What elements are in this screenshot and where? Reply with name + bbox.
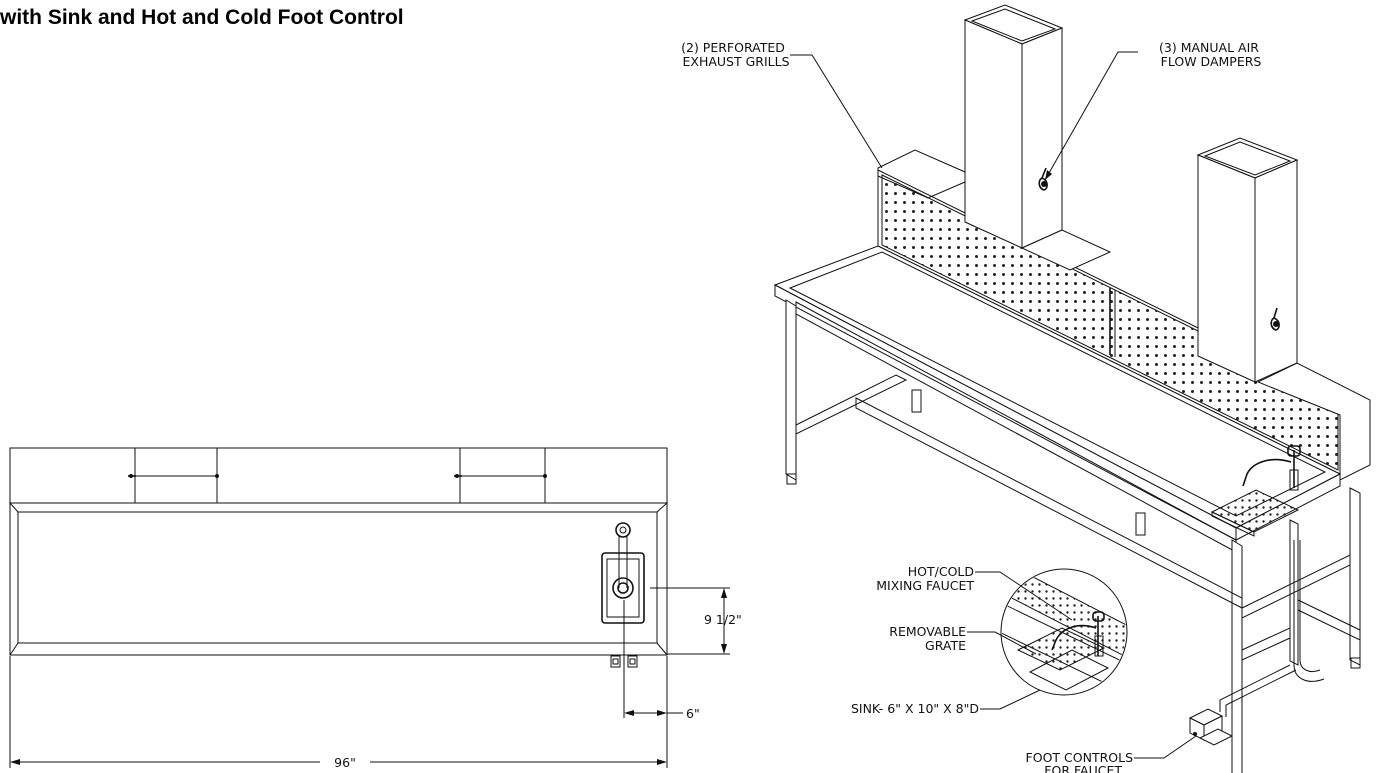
dimension-sink-depth-label: 9 1/2" (704, 612, 742, 627)
callout-faucet-line2: MIXING FAUCET (876, 578, 974, 593)
dimension-width: 96" (9, 656, 668, 770)
plan-foot-pedals (610, 655, 638, 668)
callout-grills-line2: EXHAUST GRILLS (682, 54, 789, 69)
exhaust-duct-right (1196, 137, 1299, 383)
exhaust-duct-left (963, 4, 1064, 249)
plumbing (1219, 540, 1325, 717)
drawing-title: with Sink and Hot and Cold Foot Control (0, 6, 404, 29)
stretchers (795, 374, 1361, 661)
isometric-view: (2) PERFORATED EXHAUST GRILLS (3) MANUAL… (681, 4, 1371, 773)
dimension-sink-offset: 6" (623, 600, 700, 721)
callout-dampers-line1: (3) MANUAL AIR (1159, 40, 1259, 55)
callout-sink: SINK- 6" X 10" X 8"D (851, 701, 979, 716)
plan-sink (601, 522, 645, 624)
iso-sink-grate (1210, 489, 1300, 537)
callout-faucet-line1: HOT/COLD (908, 564, 974, 579)
plan-exhaust-duct-left (128, 447, 219, 504)
callout-grate-line1: REMOVABLE (889, 624, 966, 639)
callout-dampers-line2: FLOW DAMPERS (1161, 54, 1262, 69)
dimension-sink-depth: 9 1/2" (650, 587, 742, 655)
callout-foot-line1: FOOT CONTROLS (1026, 750, 1134, 765)
plan-table-outline (9, 447, 668, 656)
detail-circle (1000, 568, 1128, 696)
plan-exhaust-duct-right (454, 447, 547, 504)
damper-handle-left (1038, 167, 1048, 191)
iso-faucet (1242, 445, 1301, 491)
plan-rim-back (8, 502, 669, 513)
dimension-width-label: 96" (334, 755, 356, 770)
plan-view: 96" 9 1/2" 6" (8, 447, 742, 770)
callout-grate-line2: GRATE (925, 638, 966, 653)
callout-grills-line1: (2) PERFORATED (681, 40, 785, 55)
iso-foot-pedals (1188, 708, 1234, 746)
callout-foot-line2: FOR FAUCET (1044, 763, 1122, 773)
leader-lines (790, 51, 1197, 759)
damper-handle-right (1270, 307, 1280, 331)
dimension-sink-offset-label: 6" (686, 706, 700, 721)
